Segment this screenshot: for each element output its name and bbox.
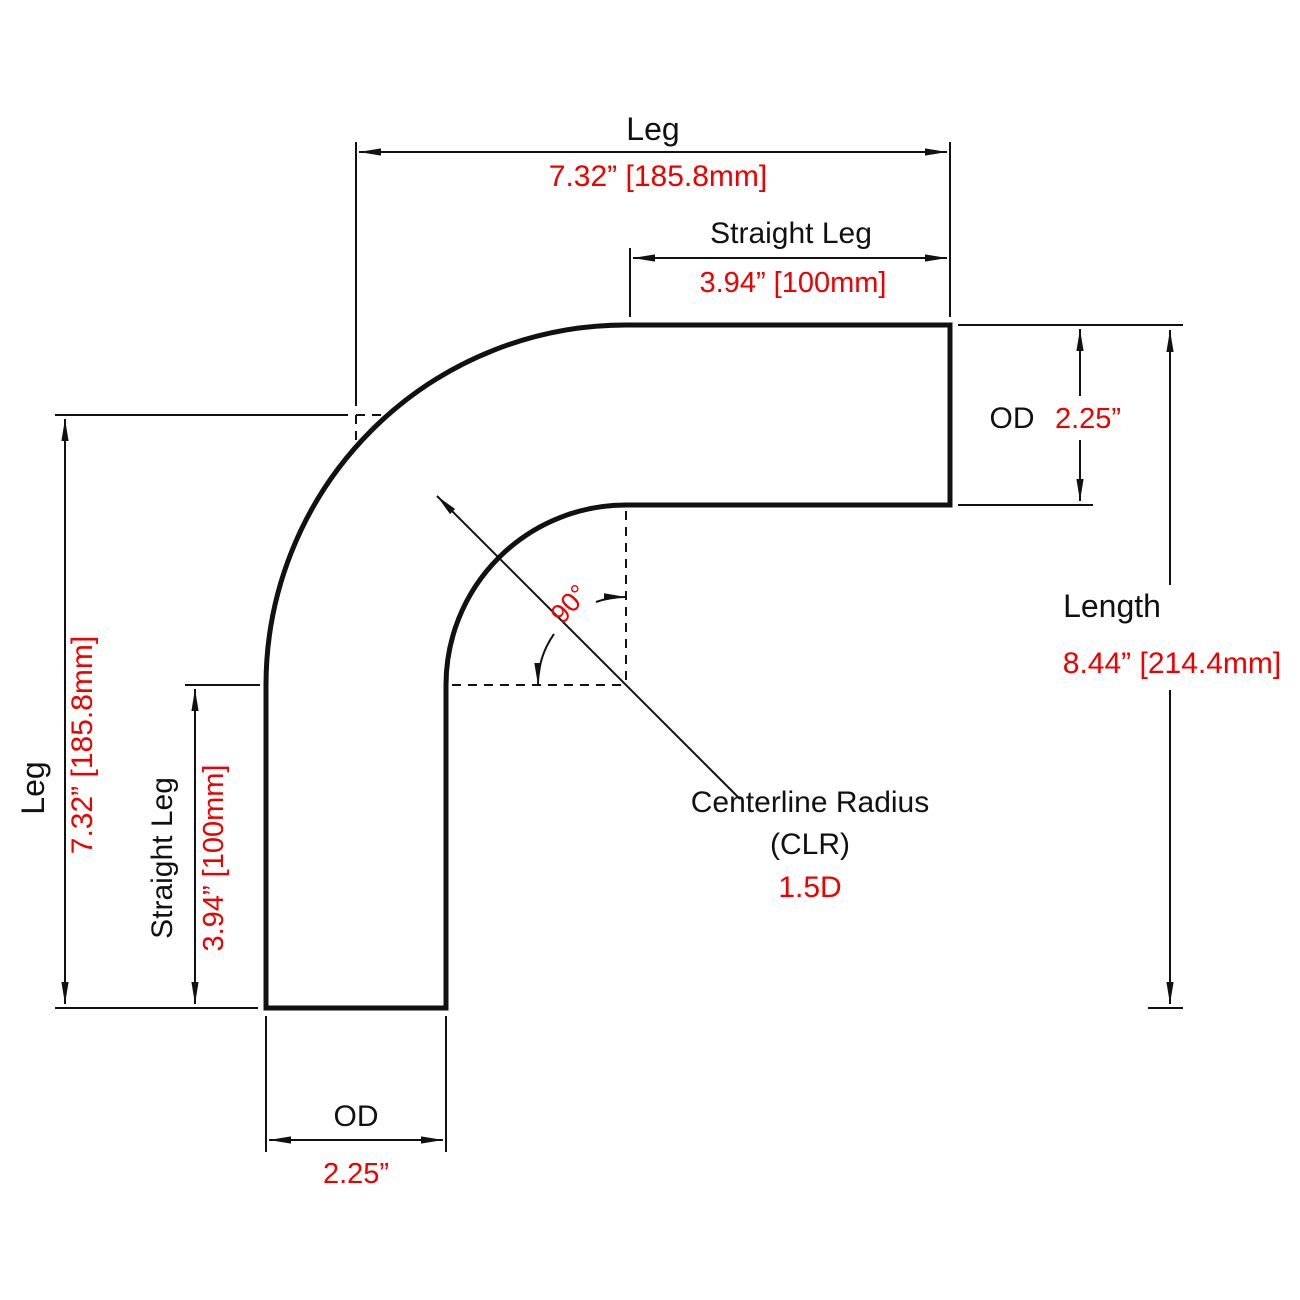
dimension-lines bbox=[61, 148, 1174, 1144]
top-leg-label: Leg bbox=[626, 111, 679, 147]
od-right-label: OD bbox=[990, 402, 1035, 435]
top-straight-leg-value: 3.94” [100mm] bbox=[700, 267, 887, 299]
bottom-od-label: OD bbox=[334, 1100, 379, 1133]
clr-value: 1.5D bbox=[778, 871, 841, 904]
left-leg-label: Leg bbox=[15, 761, 51, 814]
extension-lines bbox=[55, 142, 1183, 1152]
clr-label-line2: (CLR) bbox=[770, 828, 850, 861]
top-leg-value: 7.32” [185.8mm] bbox=[549, 160, 767, 193]
left-leg-value: 7.32” [185.8mm] bbox=[66, 636, 99, 854]
left-straight-leg-label: Straight Leg bbox=[146, 777, 179, 939]
left-straight-leg-value: 3.94” [100mm] bbox=[198, 765, 230, 952]
annotations: Leg 7.32” [185.8mm] Straight Leg 3.94” [… bbox=[15, 111, 1281, 1190]
bottom-od-value: 2.25” bbox=[323, 1158, 389, 1190]
od-right-value: 2.25” bbox=[1055, 403, 1121, 435]
length-value: 8.44” [214.4mm] bbox=[1063, 647, 1281, 680]
bend-angle-arc-left bbox=[534, 633, 555, 686]
length-label: Length bbox=[1063, 588, 1161, 624]
bend-angle-arc-right bbox=[595, 593, 627, 603]
clr-leader-arrow bbox=[436, 495, 741, 800]
pipe-outline bbox=[263, 322, 953, 1011]
clr-label-line1: Centerline Radius bbox=[691, 786, 929, 819]
bend-angle-value: 90° bbox=[544, 579, 594, 629]
top-straight-leg-label: Straight Leg bbox=[710, 217, 872, 250]
